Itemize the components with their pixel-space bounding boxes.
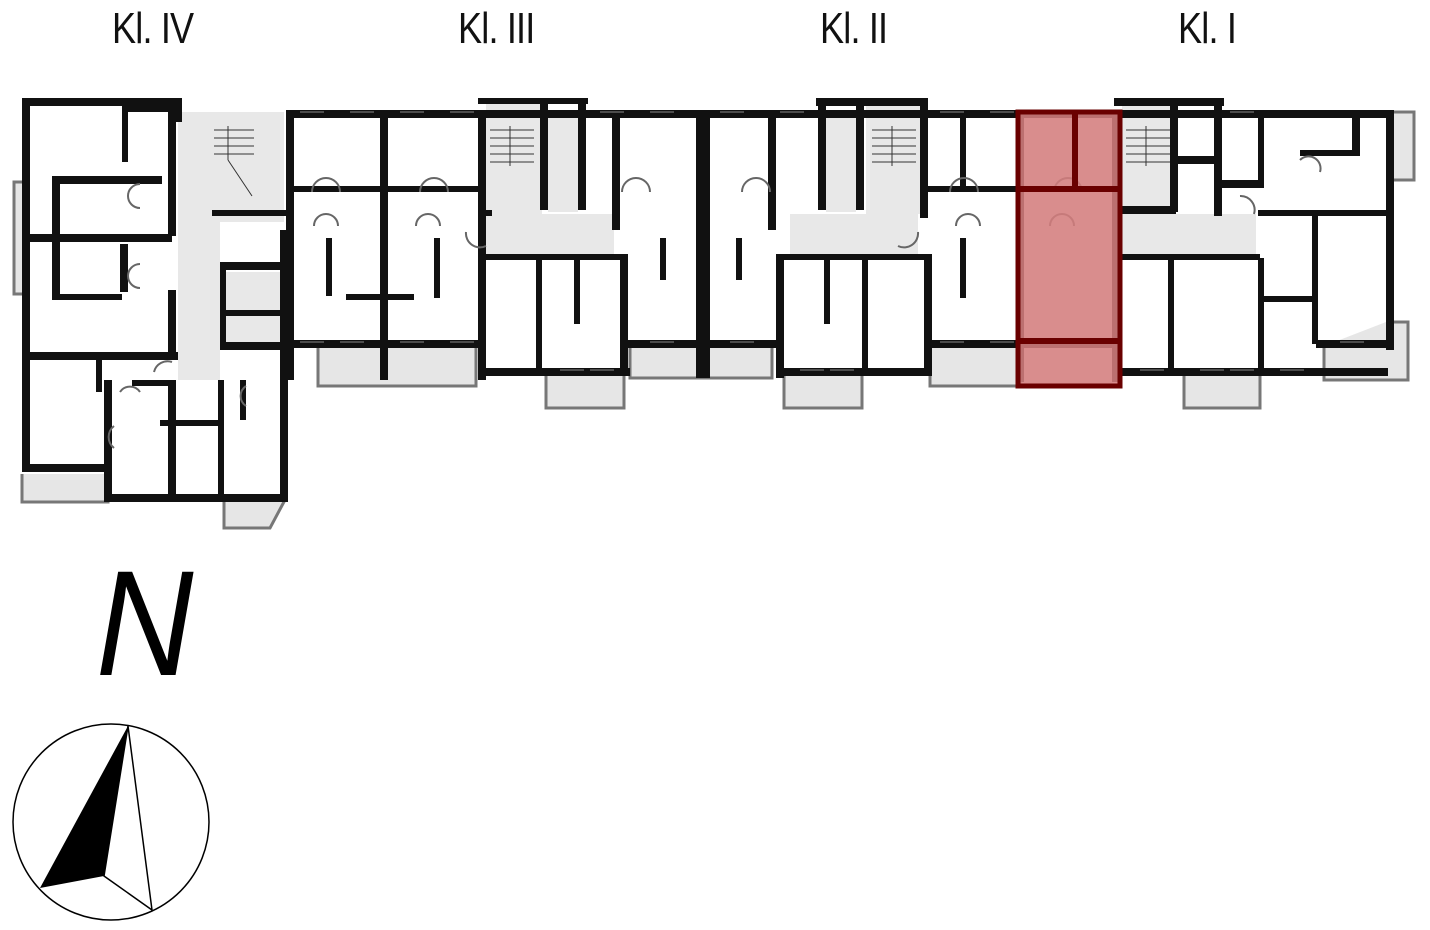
north-arrow-compass-icon bbox=[40, 726, 128, 888]
corridors bbox=[178, 102, 1256, 380]
staircase-label-i: Kl. I bbox=[1178, 4, 1237, 53]
hall-iii bbox=[486, 214, 614, 254]
lift-iii bbox=[548, 112, 578, 212]
staircase-label-iv: Kl. IV bbox=[112, 4, 194, 53]
wall-north-main bbox=[286, 110, 1386, 118]
north-indicator-letter: N bbox=[96, 539, 194, 707]
hall-i bbox=[1122, 214, 1256, 254]
wall-west bbox=[22, 98, 30, 470]
balcony-ii-left bbox=[782, 372, 864, 410]
stairwell-ii bbox=[866, 102, 922, 214]
lift-ii bbox=[826, 112, 856, 212]
hall-ii bbox=[790, 214, 918, 254]
hall-iv bbox=[222, 272, 280, 342]
compass-circle bbox=[12, 723, 210, 921]
staircase-label-ii: Kl. II bbox=[820, 4, 888, 53]
stairwell-i bbox=[1122, 102, 1178, 212]
balcony-i-left bbox=[1182, 372, 1262, 410]
balcony-iii-left bbox=[316, 346, 478, 388]
balcony-south-iv bbox=[222, 497, 288, 530]
wall-party-middle bbox=[696, 110, 710, 378]
south-arrow-outline bbox=[103, 725, 153, 912]
balcony-southwest bbox=[20, 474, 110, 504]
stair-treads bbox=[214, 126, 1170, 197]
balcony-iii-right bbox=[544, 372, 626, 410]
highlighted-unit-walls bbox=[1018, 112, 1118, 344]
wall-north-iv bbox=[22, 98, 182, 106]
compass bbox=[12, 723, 210, 921]
stairwell-iv bbox=[210, 112, 284, 222]
balcony-ii-right bbox=[928, 346, 1022, 388]
stairwell-iii bbox=[486, 102, 542, 214]
highlighted-unit[interactable] bbox=[1015, 109, 1123, 389]
staircase-label-iii: Kl. III bbox=[458, 4, 535, 53]
